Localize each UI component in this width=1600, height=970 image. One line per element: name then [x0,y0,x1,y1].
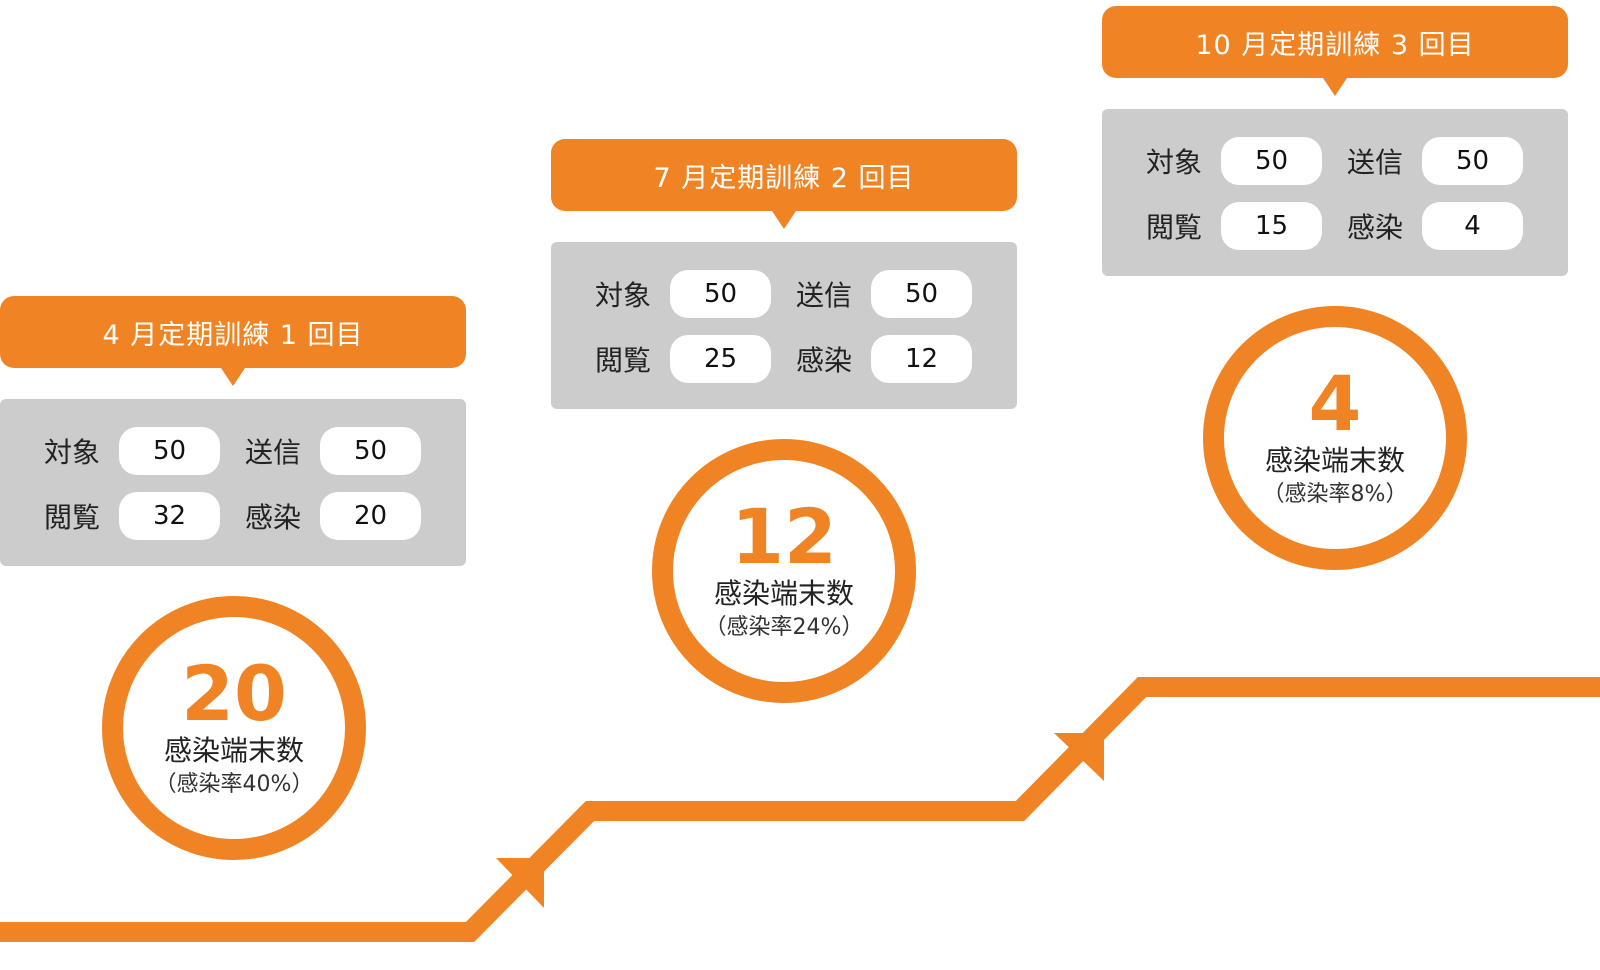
target-value: 50 [670,270,771,318]
sent-value: 50 [1422,137,1523,185]
training-step-2: 7 月定期訓練 2 回目 対象 50 送信 50 閲覧 25 感染 12 [551,139,1017,409]
result-ring-1: 20 感染端末数 （感染率40%） [102,596,366,860]
infected-label: 感染 [245,501,302,534]
step-title: 4 月定期訓練 1 回目 [102,319,364,351]
viewed-value: 32 [119,492,220,540]
arrow-head-1 [496,858,544,908]
infected-count: 20 [181,649,287,738]
result-ring-2: 12 感染端末数 （感染率24%） [652,439,916,703]
target-label: 対象 [1146,146,1203,179]
infected-value: 4 [1422,202,1523,250]
sent-label: 送信 [245,436,302,469]
infected-label: 感染 [796,344,853,377]
training-step-1: 4 月定期訓練 1 回目 対象 50 送信 50 閲覧 32 感染 20 [0,296,466,566]
infected-count: 12 [731,492,837,581]
step-title-box: 10 月定期訓練 3 回目 [1102,6,1568,96]
stats-panel: 対象 50 送信 50 閲覧 15 感染 4 [1102,109,1568,276]
sent-value: 50 [871,270,972,318]
infected-value: 12 [871,335,972,383]
stats-panel: 対象 50 送信 50 閲覧 25 感染 12 [551,242,1017,409]
staircase-line [0,677,1600,942]
target-label: 対象 [44,436,101,469]
step-title-box: 7 月定期訓練 2 回目 [551,139,1017,229]
target-value: 50 [119,427,220,475]
arrow-head-2 [1054,733,1104,781]
infected-caption: 感染端末数 [713,577,854,610]
infected-value: 20 [320,492,421,540]
result-ring-3: 4 感染端末数 （感染率8%） [1203,306,1467,570]
infected-count: 4 [1308,359,1362,448]
step-title: 10 月定期訓練 3 回目 [1195,29,1475,61]
infected-caption: 感染端末数 [1264,444,1405,477]
infection-rate: （感染率40%） [154,772,314,797]
sent-label: 送信 [796,279,853,312]
infected-label: 感染 [1347,211,1404,244]
viewed-label: 閲覧 [44,501,101,534]
viewed-value: 15 [1221,202,1322,250]
step-title-box: 4 月定期訓練 1 回目 [0,296,466,386]
infected-caption: 感染端末数 [163,734,304,767]
target-label: 対象 [595,279,652,312]
infection-rate: （感染率8%） [1262,482,1408,507]
stats-panel: 対象 50 送信 50 閲覧 32 感染 20 [0,399,466,566]
infection-rate: （感染率24%） [704,615,864,640]
sent-value: 50 [320,427,421,475]
viewed-label: 閲覧 [1146,211,1203,244]
training-step-3: 10 月定期訓練 3 回目 対象 50 送信 50 閲覧 15 感染 4 [1102,6,1568,276]
sent-label: 送信 [1347,146,1404,179]
step-title: 7 月定期訓練 2 回目 [653,162,915,194]
target-value: 50 [1221,137,1322,185]
viewed-label: 閲覧 [595,344,652,377]
viewed-value: 25 [670,335,771,383]
